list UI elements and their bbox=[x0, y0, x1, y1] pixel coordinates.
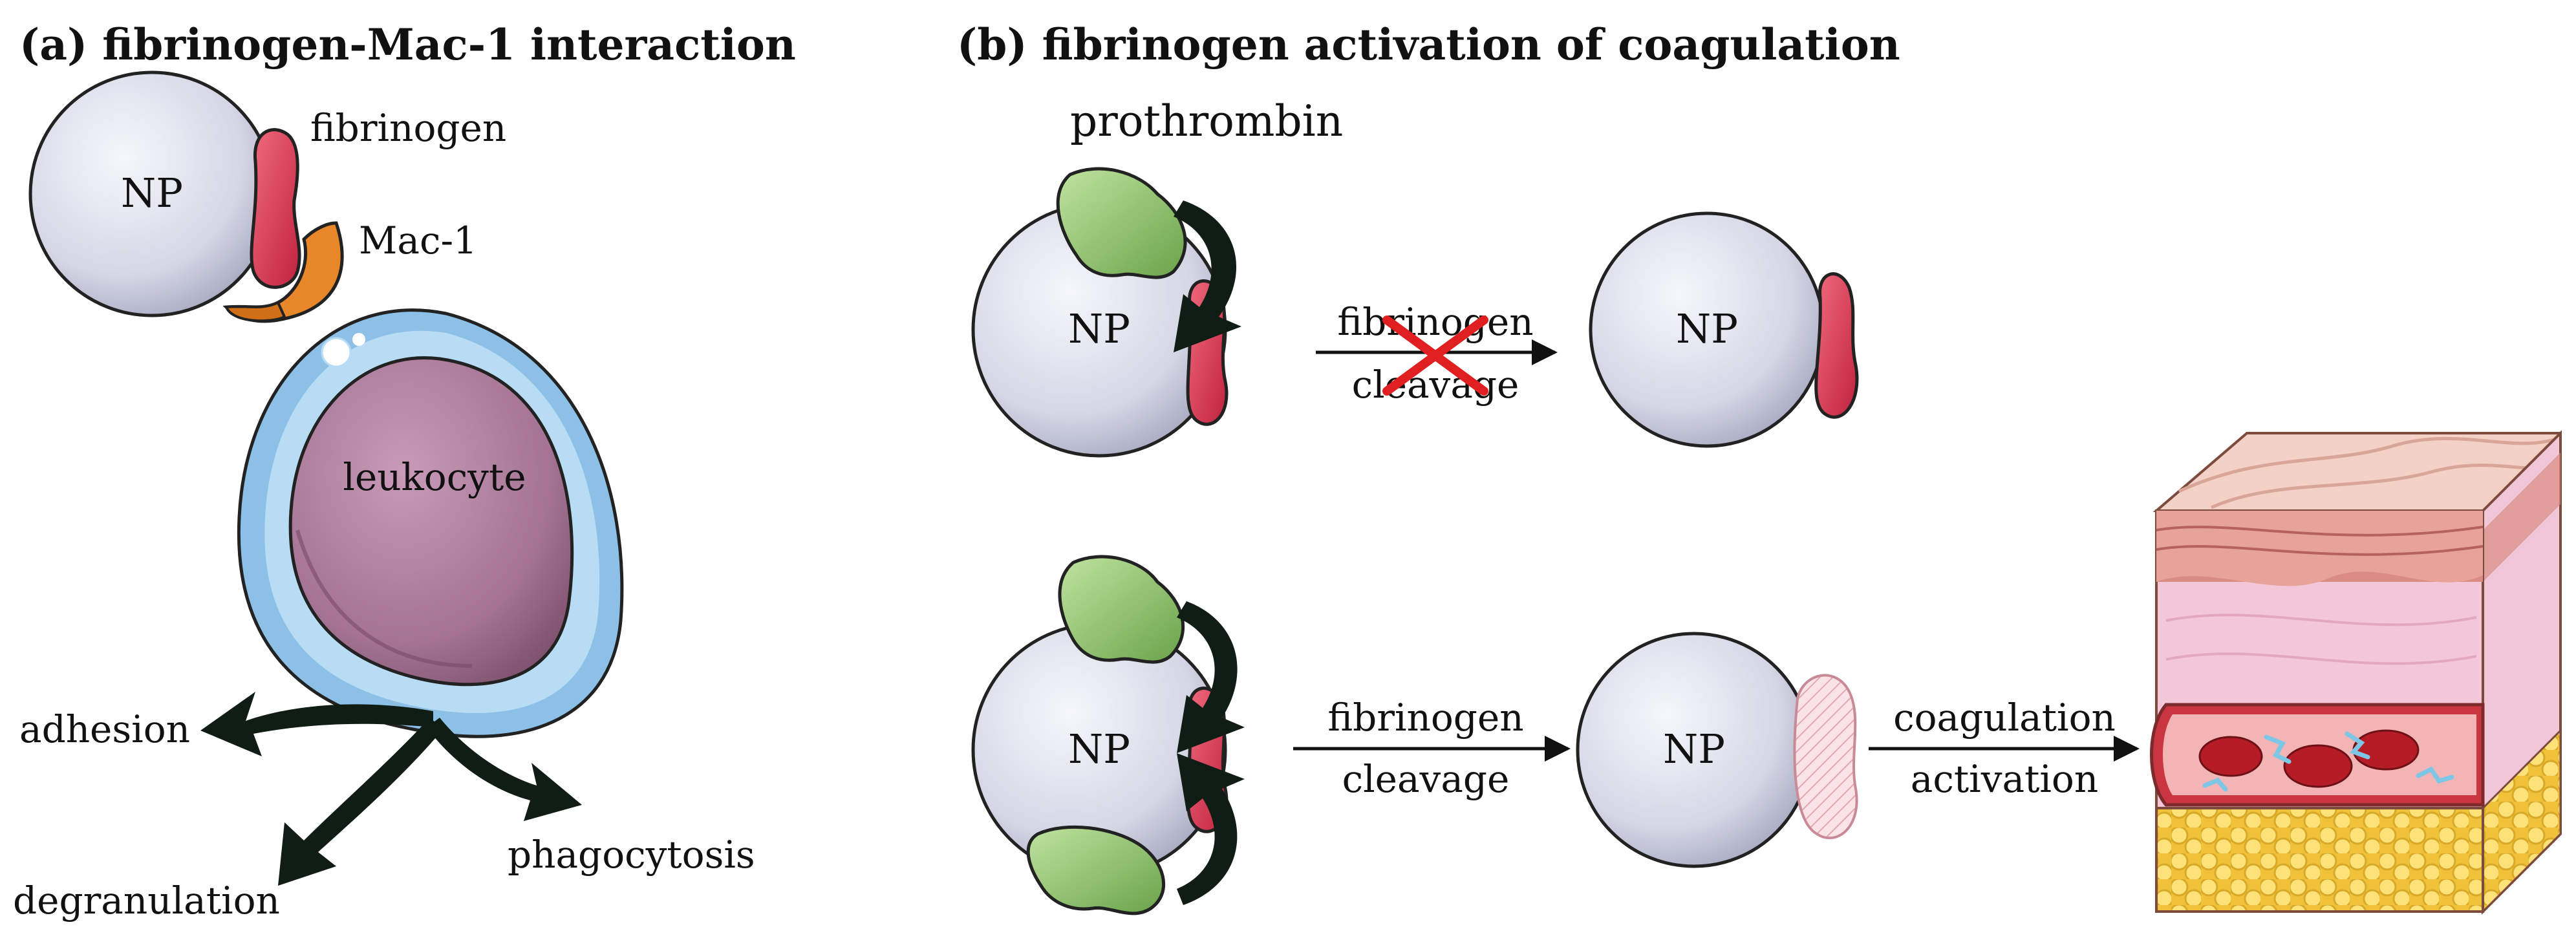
panel-a-np-label: NP bbox=[121, 169, 183, 217]
panel-a-title: (a) fibrinogen-Mac-1 interaction bbox=[19, 19, 796, 70]
top-arrow-label-line2: cleavage bbox=[1352, 363, 1519, 407]
bottom-prothrombin-top-shape bbox=[1058, 555, 1185, 664]
bottom-arrow1-label-line1: fibrinogen bbox=[1327, 696, 1523, 740]
fibrinogen-label: fibrinogen bbox=[310, 106, 506, 150]
top-row-np-complex: NP bbox=[971, 167, 1241, 458]
top-prothrombin-shape bbox=[1056, 167, 1187, 279]
bottom-arrow1-label-line2: cleavage bbox=[1342, 757, 1510, 801]
top-result-fibrinogen-shape bbox=[1814, 272, 1859, 419]
prothrombin-label: prothrombin bbox=[1070, 96, 1343, 146]
degranulation-label: degranulation bbox=[13, 879, 280, 923]
bottom-prothrombin-low-shape bbox=[1026, 825, 1166, 915]
cleaved-fibrinogen-shape bbox=[1793, 674, 1858, 840]
top-result-np: NP bbox=[1589, 211, 1859, 448]
bottom-result-np: NP bbox=[1576, 632, 1858, 868]
top-curved-arrow bbox=[1174, 200, 1241, 352]
adhesion-label: adhesion bbox=[19, 707, 190, 751]
leukocyte-label: leukocyte bbox=[343, 455, 526, 499]
bottom-row-np-label: NP bbox=[1068, 725, 1130, 773]
bottom-arrow2-label-line2: activation bbox=[1911, 757, 2098, 801]
panel-a-fibrinogen-shape bbox=[250, 128, 301, 289]
mac1-label: Mac-1 bbox=[359, 219, 477, 262]
arrow-to-adhesion bbox=[200, 692, 433, 756]
leukocyte-cell: leukocyte bbox=[237, 308, 624, 738]
bottom-curved-arrow-top bbox=[1177, 601, 1245, 753]
phagocytosis-label: phagocytosis bbox=[508, 833, 755, 877]
top-arrow-label-line1: fibrinogen bbox=[1337, 300, 1533, 344]
top-result-np-label: NP bbox=[1676, 305, 1738, 352]
arrow-to-phagocytosis bbox=[427, 718, 582, 821]
bottom-arrow2-label-line1: coagulation bbox=[1893, 696, 2116, 740]
top-row-np-label: NP bbox=[1068, 305, 1130, 352]
panel-a-nanoparticle: NP bbox=[28, 70, 275, 317]
arrow-to-degranulation bbox=[278, 718, 443, 886]
panel-b-title: (b) fibrinogen activation of coagulation bbox=[957, 19, 1900, 70]
outcome-arrows bbox=[200, 692, 582, 886]
bottom-curved-arrow-low bbox=[1177, 753, 1245, 905]
tissue-block-illustration bbox=[2150, 430, 2562, 915]
blocked-x-mark bbox=[1382, 315, 1488, 396]
bottom-row-np-complex: NP bbox=[971, 555, 1245, 915]
bottom-result-np-label: NP bbox=[1663, 725, 1725, 773]
